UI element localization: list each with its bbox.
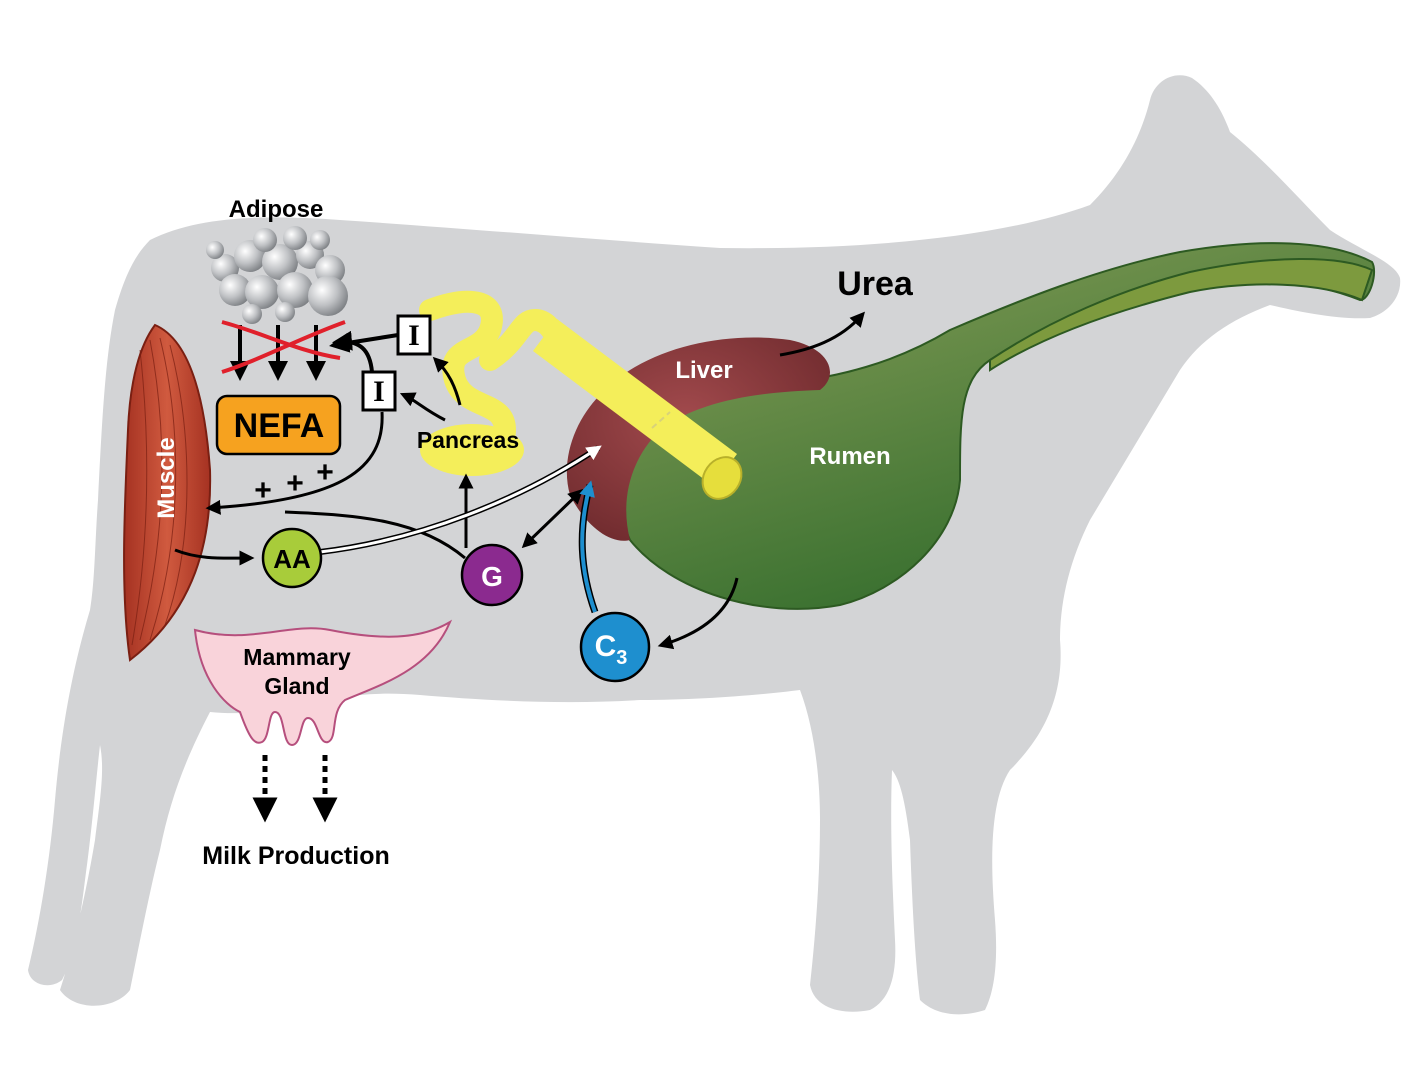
c3-label: C3	[595, 630, 628, 669]
insulin2-to-adipose-arrow	[332, 330, 374, 373]
muscle-fibers	[131, 337, 188, 646]
pancreatic-duct-hidden	[651, 411, 671, 429]
mammary-label-line1: Mammary	[243, 644, 351, 670]
aa-to-liver-arrow	[319, 445, 602, 554]
muscle-label: Muscle	[153, 437, 180, 518]
insulin-box-1	[396, 314, 432, 356]
insulin-to-muscle-arrow	[205, 411, 384, 515]
adipose-bubbles	[206, 226, 348, 324]
rumen-to-c3-arrow	[657, 577, 739, 650]
nefa-label: NEFA	[234, 407, 325, 445]
pancreatic-duct	[533, 319, 737, 486]
insulin-label-1: I	[408, 319, 420, 352]
liver-label: Liver	[675, 357, 732, 384]
adipose-label: Adipose	[229, 196, 324, 223]
c3-node	[579, 611, 651, 683]
g-label: G	[481, 561, 503, 592]
muscle-to-aa-arrow	[174, 548, 255, 566]
g-to-muscle-arrow	[284, 510, 466, 560]
milk-arrows	[252, 755, 338, 823]
c3-to-liver-arrow	[579, 480, 597, 613]
mammary-label-line2: Gland	[264, 673, 329, 699]
plus-sign-2: +	[286, 467, 304, 500]
pancreas-body	[420, 424, 524, 476]
c3-main: C	[595, 630, 617, 663]
rumen-label: Rumen	[809, 443, 890, 470]
pancreas-label: Pancreas	[417, 427, 519, 453]
mammary-shape	[193, 619, 453, 747]
inhibition-cross	[221, 320, 346, 374]
g-node	[460, 543, 524, 607]
pancreas-to-insulin2-arrow	[399, 392, 446, 422]
liver-to-urea-arrow	[779, 311, 865, 357]
aa-label: AA	[273, 544, 311, 574]
insulin-label-2: I	[373, 375, 385, 408]
pathway-arrows	[174, 311, 865, 650]
esophagus-shape	[989, 258, 1374, 372]
plus-sign-3: +	[316, 456, 334, 489]
duct-opening	[701, 456, 743, 500]
liver-g-arrow	[521, 488, 584, 549]
urea-label: Urea	[837, 265, 914, 303]
insulin-box-2	[361, 370, 397, 412]
aa-node	[261, 527, 323, 589]
c3-subscript: 3	[616, 647, 627, 669]
milk-production-label: Milk Production	[202, 842, 390, 870]
nefa-box	[215, 394, 342, 456]
plus-sign-1: +	[254, 474, 272, 507]
muscle-shape	[123, 323, 212, 662]
pancreas-to-insulin1-arrow	[432, 356, 462, 406]
